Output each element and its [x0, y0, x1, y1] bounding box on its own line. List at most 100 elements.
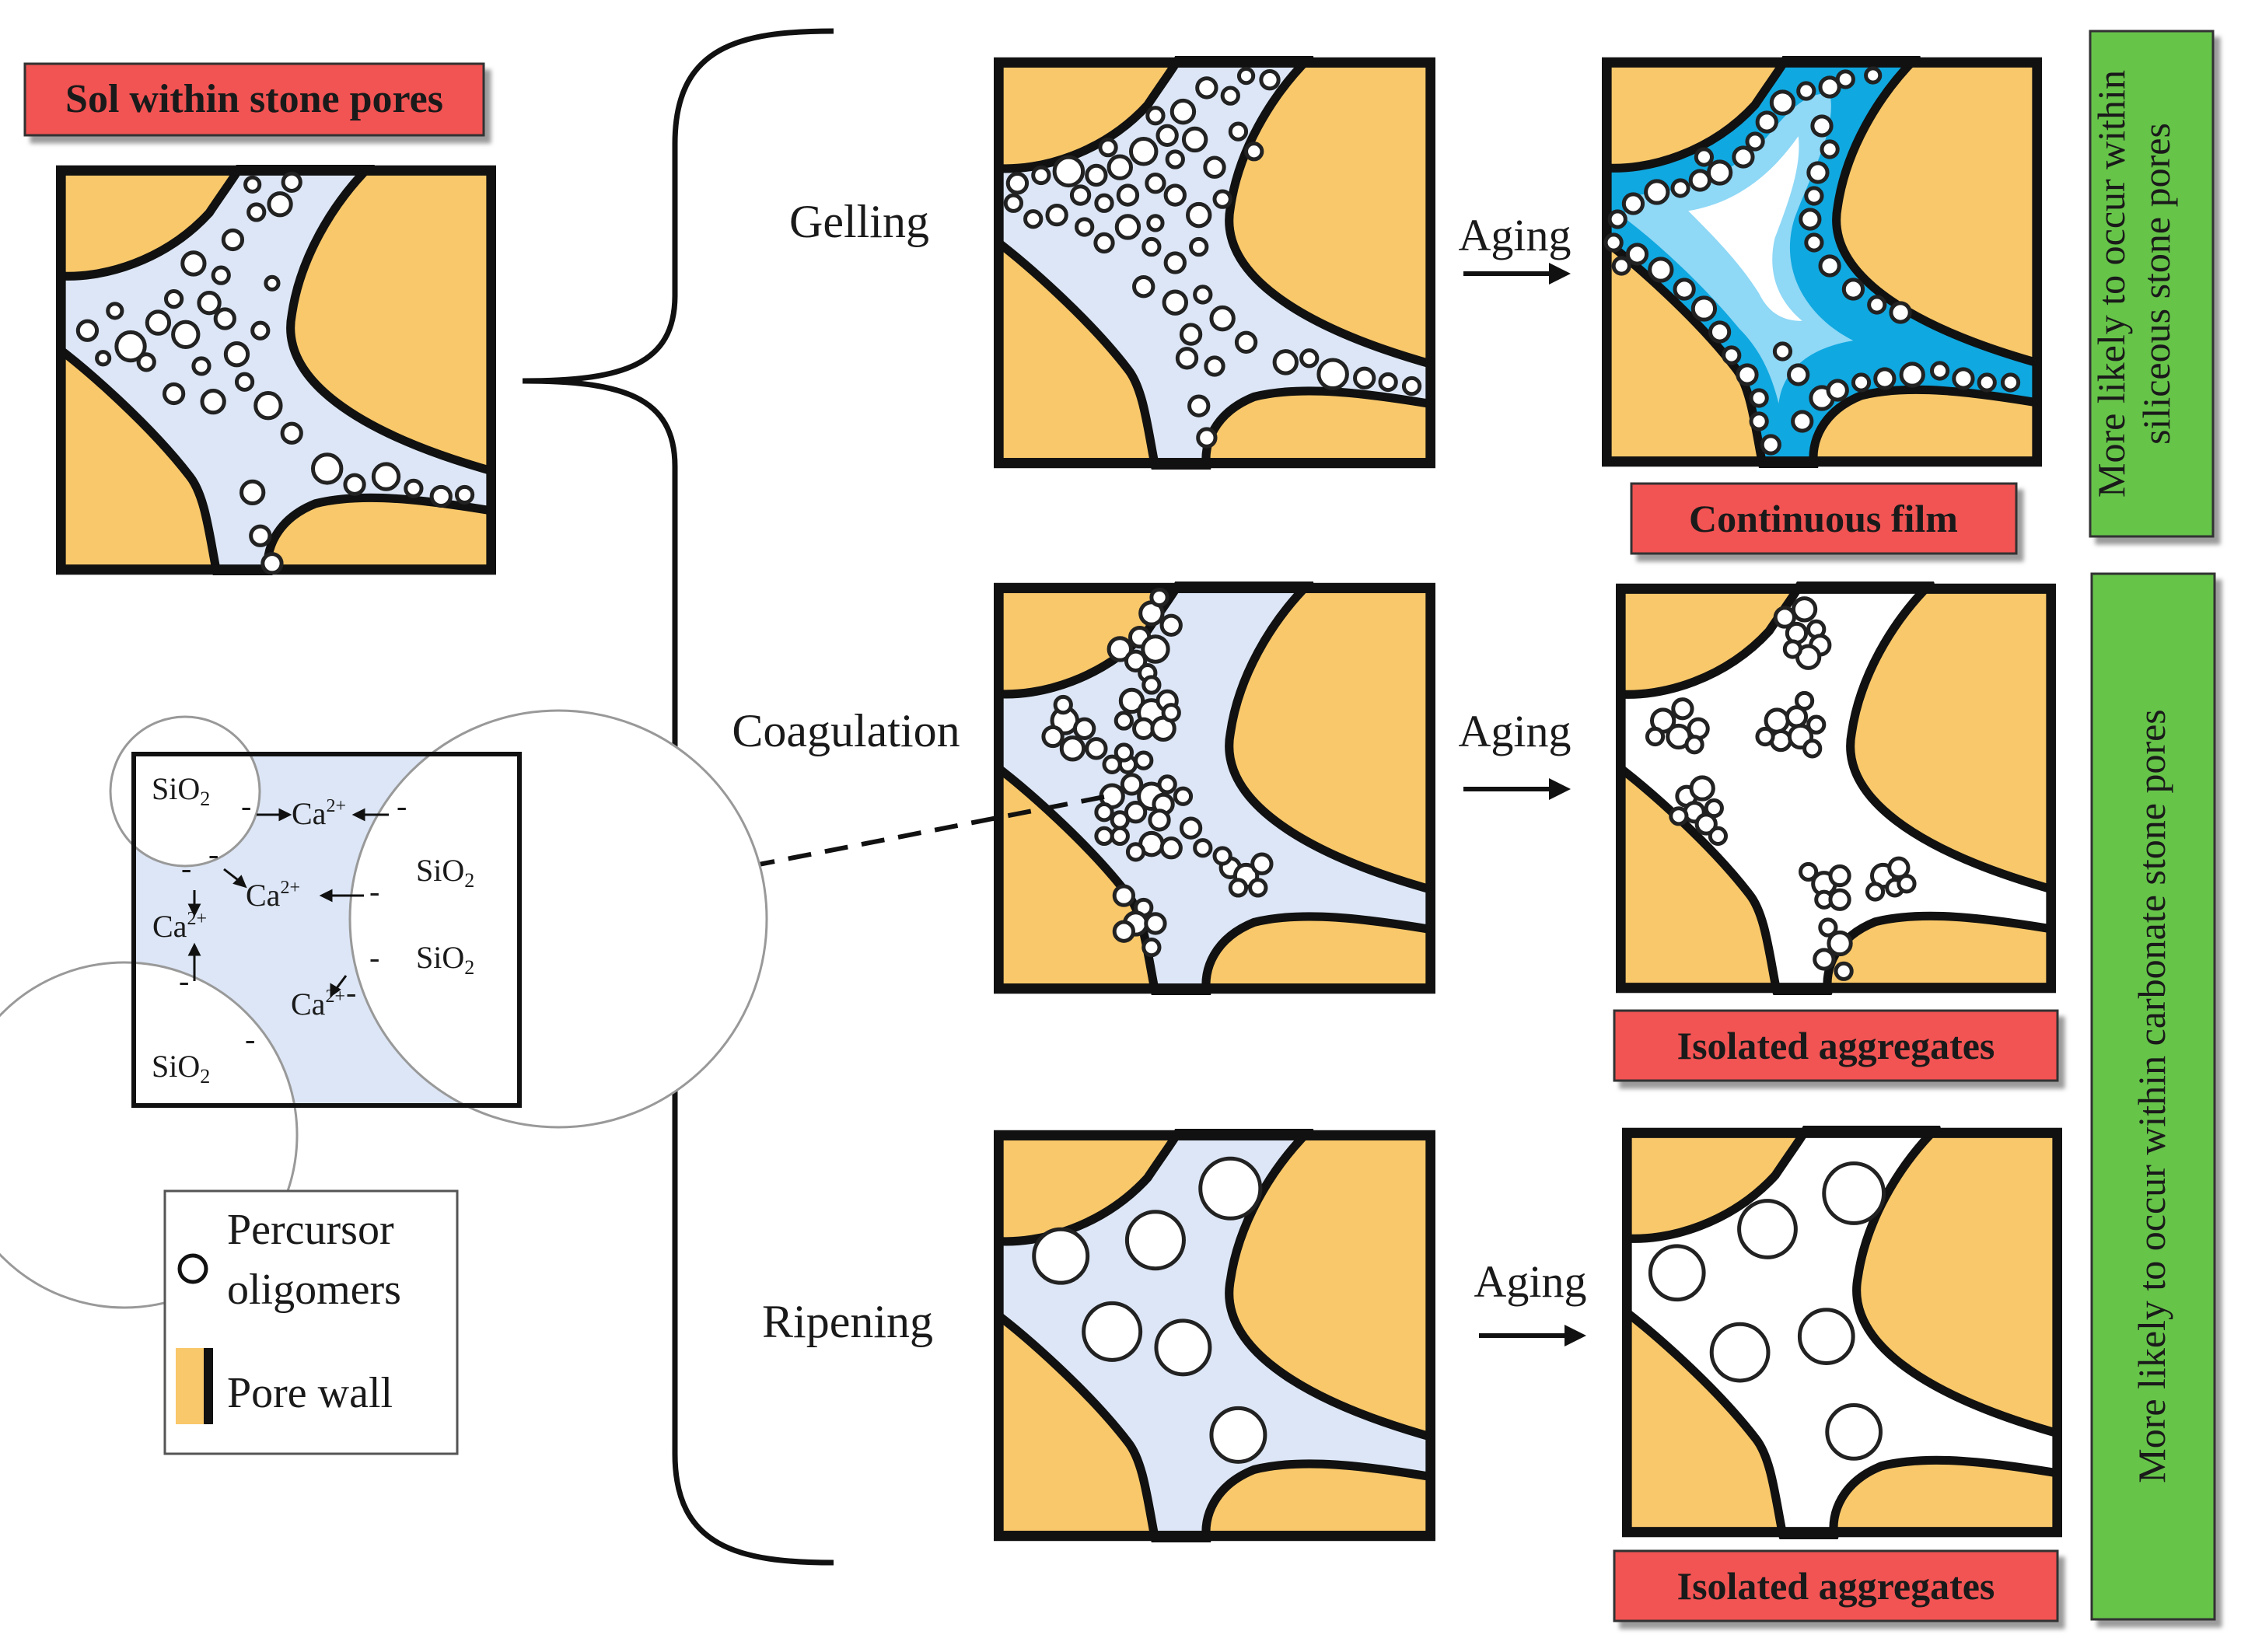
oligomer-particle: [1864, 66, 1883, 85]
oligomer-particle: [1220, 86, 1240, 106]
oligomer-particle: [1851, 372, 1872, 393]
oligomer-particle: [1144, 912, 1167, 935]
oligomer-particle: [1179, 816, 1203, 840]
oligomer-particle: [234, 372, 255, 392]
oligomer-particle: [145, 309, 172, 336]
oligomer-particle: [1212, 846, 1232, 866]
oligomer-particle: [1163, 183, 1187, 207]
oligomer-particle: [1708, 320, 1732, 344]
svg-text:More likely to occur within ca: More likely to occur within carbonate st…: [2130, 709, 2173, 1483]
legend: Percursor oligomers Pore wall: [163, 1189, 459, 1455]
oligomer-particle: [1611, 256, 1631, 276]
oligomer-particle: [1031, 165, 1051, 186]
oligomer-particle: [1110, 826, 1130, 847]
oligomer-particle: [343, 473, 366, 496]
oligomer-particle: [1204, 355, 1225, 377]
oligomer-particle: [1797, 1308, 1855, 1365]
oligomer-particle: [1094, 826, 1114, 847]
oligomer-particle: [1212, 189, 1232, 209]
result-label-isolated-aggregates-2: Isolated aggregates: [1613, 1549, 2059, 1622]
oligomer-particle: [2000, 372, 2021, 393]
coagulation-result-pore: [1616, 584, 2056, 993]
svg-text:-: -: [181, 850, 191, 885]
oligomer-particle: [1244, 141, 1264, 162]
aging-arrow-coagulation: Aging: [1459, 706, 1572, 800]
oligomer-particle: [1834, 961, 1854, 981]
oligomer-particle: [1671, 697, 1694, 721]
oligomer-particle: [164, 289, 184, 309]
oligomer-particle: [1749, 388, 1769, 408]
oligomer-particle: [1709, 1322, 1771, 1383]
oligomer-particle: [429, 484, 453, 508]
oligomer-particle: [1645, 726, 1666, 747]
svg-text:SiO2: SiO2: [416, 940, 474, 979]
oligomer-particle: [1272, 349, 1299, 375]
oligomer-particle: [1865, 882, 1886, 902]
process-label-gelling: Gelling: [789, 196, 929, 247]
oligomer-particle: [1889, 301, 1912, 324]
oligomer-particle: [1818, 917, 1838, 938]
result-label-isolated-aggregates-1: Isolated aggregates: [1613, 1009, 2059, 1082]
oligomer-particle: [1052, 155, 1086, 188]
oligomer-particle: [1162, 289, 1188, 316]
oligomer-particle: [211, 265, 231, 285]
coagulation-result-particles: [1645, 596, 1917, 981]
oligomer-particle: [1236, 66, 1256, 86]
oligomer-particle: [1132, 275, 1155, 299]
oligomer-particle: [1684, 735, 1704, 755]
oligomer-particle: [371, 462, 401, 491]
oligomer-particle: [1124, 649, 1148, 672]
svg-text:-: -: [369, 940, 379, 975]
oligomer-particle: [1165, 149, 1185, 169]
result-label-continuous-film: Continuous film: [1630, 482, 2018, 555]
oligomer-particle: [180, 250, 207, 277]
oligomer-particle: [1134, 750, 1154, 770]
svg-text:SiO2: SiO2: [152, 1049, 210, 1088]
oligomer-particle: [1299, 348, 1320, 368]
process-label-ripening: Ripening: [762, 1296, 933, 1347]
svg-text:Ca2+: Ca2+: [291, 987, 345, 1022]
oligomer-particle: [1125, 842, 1146, 862]
oligomer-particle: [1799, 208, 1822, 231]
oligomer-particle: [1690, 295, 1718, 322]
svg-text:Aging: Aging: [1474, 1256, 1587, 1307]
oligomer-particle: [1005, 172, 1030, 195]
svg-text:-: -: [208, 836, 219, 871]
oligomer-particle: [1228, 121, 1249, 141]
oligomer-particle: [1755, 726, 1775, 747]
oligomer-particle: [1193, 285, 1213, 305]
oligomer-particle: [1841, 278, 1865, 301]
svg-text:-: -: [179, 963, 189, 998]
oligomer-particle: [1760, 434, 1781, 456]
oligomer-particle: [75, 319, 100, 342]
oligomer-particle: [1648, 1244, 1706, 1302]
oligomer-particle: [171, 320, 201, 349]
oligomer-particle: [1023, 209, 1044, 229]
svg-text:Aging: Aging: [1459, 706, 1572, 756]
oligomer-particle: [1186, 201, 1212, 229]
oligomer-particle: [1755, 110, 1778, 134]
oligomer-particle: [250, 320, 271, 341]
oligomer-particle: [221, 228, 245, 252]
oligomer-particle: [1621, 192, 1645, 215]
oligomer-particle: [1689, 775, 1715, 802]
oligomer-particle: [1148, 809, 1171, 832]
oligomer-particle: [1952, 367, 1975, 390]
oligomer-particle: [1673, 278, 1696, 301]
oligomer-particle: [1607, 209, 1627, 229]
oligomer-particle: [1169, 98, 1197, 125]
svg-text:Ca2+: Ca2+: [152, 909, 207, 944]
svg-text:Continuous film: Continuous film: [1689, 497, 1958, 540]
svg-text:Ca2+: Ca2+: [246, 878, 300, 913]
svg-text:Ca2+: Ca2+: [292, 796, 346, 831]
oligomer-particle: [1198, 1156, 1263, 1221]
oligomer-particle: [1804, 232, 1824, 253]
oligomer-particle: [1032, 1227, 1090, 1285]
svg-text:-: -: [397, 788, 407, 823]
oligomer-particle: [1818, 75, 1841, 99]
coagulation-pore-panel: [994, 583, 1435, 993]
oligomer-particle: [1094, 802, 1114, 823]
oligomer-particle: [1085, 737, 1108, 760]
svg-text:-: -: [369, 874, 379, 909]
oligomer-particle: [1041, 725, 1065, 749]
